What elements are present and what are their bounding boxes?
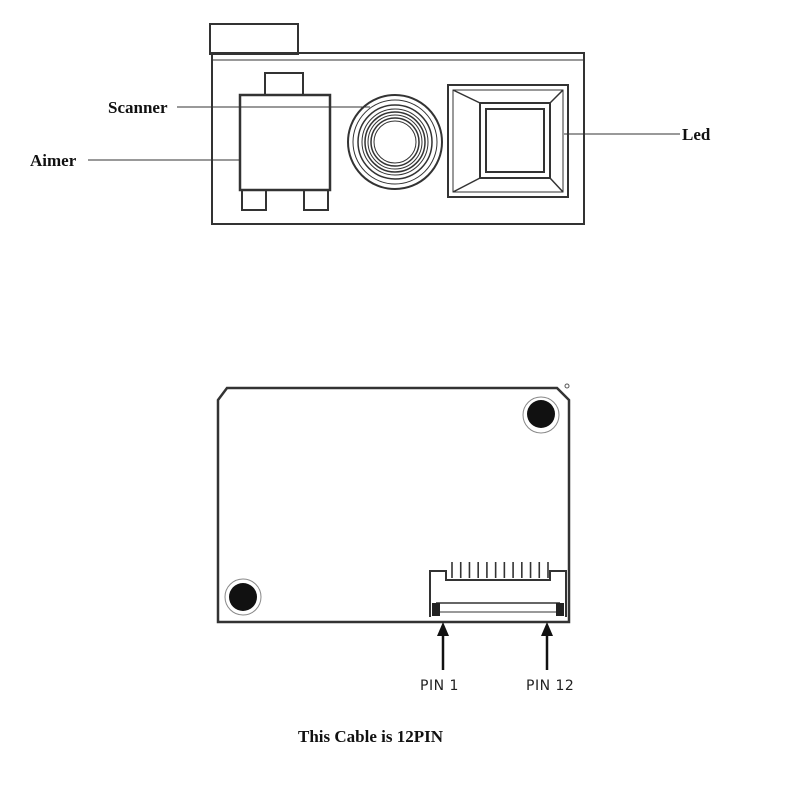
mounting-hole-top-right (522, 396, 560, 434)
aimer-top-tab (264, 72, 304, 96)
corner-marker (564, 383, 570, 389)
pin12-arrow (541, 622, 553, 670)
cable-caption: This Cable is 12PIN (298, 727, 444, 746)
aimer-right-leg (303, 189, 329, 211)
pin1-label: PIN 1 (420, 678, 459, 694)
mounting-hole-bottom-left (224, 578, 262, 616)
ffc-connector (429, 562, 567, 617)
module-housing (211, 52, 585, 225)
scanner-lens (347, 94, 443, 190)
back-view (216, 383, 571, 670)
aimer-label: Aimer (30, 151, 77, 170)
connector-pins (451, 562, 549, 578)
top-tab (209, 23, 299, 55)
scanner-label: Scanner (108, 98, 168, 117)
pin1-arrow (437, 622, 449, 670)
aimer-assembly (238, 72, 332, 211)
pin12-label: PIN 12 (526, 678, 574, 694)
led-window (447, 84, 569, 198)
front-view (88, 23, 680, 225)
pcb-outline (216, 386, 571, 624)
led-label: Led (682, 125, 711, 144)
aimer-left-leg (241, 189, 267, 211)
aimer-body (238, 93, 332, 192)
